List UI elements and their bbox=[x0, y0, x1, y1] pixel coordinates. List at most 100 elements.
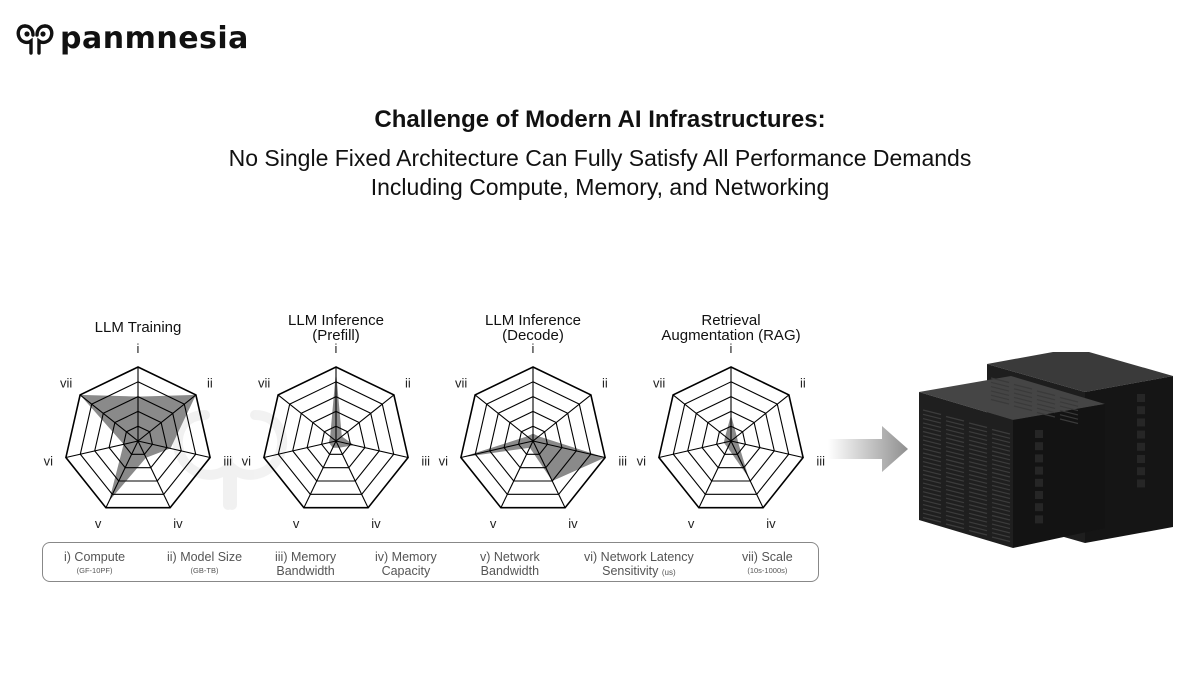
radar-axis-label: iii bbox=[421, 454, 430, 469]
radar-axis-label: i bbox=[335, 341, 338, 356]
legend-item-memory-bandwidth: iii) Memory Bandwidth bbox=[275, 550, 336, 578]
radar-axis-label: i bbox=[137, 341, 140, 356]
panmnesia-logo-icon bbox=[16, 24, 54, 55]
radar-axis-label: iii bbox=[816, 454, 825, 469]
radar-axis-label: v bbox=[95, 516, 102, 531]
radar-axis-label: iii bbox=[223, 454, 232, 469]
legend-item-network-bandwidth: v) Network Bandwidth bbox=[480, 550, 540, 578]
legend-label: vi) Network Latency bbox=[584, 550, 694, 564]
radar-data-area bbox=[460, 433, 606, 481]
radar-axis-spoke bbox=[532, 440, 606, 459]
radar-grid-ring bbox=[687, 395, 775, 482]
legend-label: iv) Memory bbox=[375, 550, 437, 564]
radar-axis-label: ii bbox=[602, 376, 608, 391]
brand-logo: panmnesia bbox=[16, 22, 249, 56]
radar-axis-label: vii bbox=[455, 376, 467, 391]
radar-title-line: Retrieval bbox=[701, 312, 761, 329]
radar-axis-label: vii bbox=[653, 376, 665, 391]
radar-axis-label: vii bbox=[258, 376, 270, 391]
radar-grid-ring bbox=[716, 425, 746, 455]
radar-axis-label: i bbox=[532, 341, 535, 356]
page-subtitle-line-2: Including Compute, Memory, and Networkin… bbox=[370, 174, 830, 200]
radar-grid-ring bbox=[474, 381, 592, 495]
radar-axis-label: v bbox=[490, 516, 497, 531]
radar-title: LLM Training bbox=[48, 320, 228, 335]
radar-axis-spoke bbox=[658, 440, 732, 459]
legend-label: i) Compute bbox=[64, 550, 126, 564]
radar-grid-ring bbox=[306, 410, 366, 469]
radar-axis-label: iv bbox=[371, 516, 381, 531]
radar-axis-spoke bbox=[500, 440, 534, 508]
legend-label: iii) Memory bbox=[275, 550, 337, 564]
axis-legend: i) Compute (GF-10PF) ii) Model Size (GB-… bbox=[42, 542, 819, 582]
radar-axis-label: iii bbox=[618, 454, 627, 469]
radar-axis-spoke bbox=[474, 394, 534, 442]
radar-grid-ring bbox=[65, 366, 211, 509]
server-rack-icon bbox=[919, 352, 1173, 548]
radar-title-line: Augmentation (RAG) bbox=[661, 327, 801, 344]
radar-axis-label: vi bbox=[44, 454, 54, 469]
legend-label-2: Sensitivity bbox=[602, 564, 659, 578]
radar-grid-ring bbox=[658, 366, 804, 509]
legend-label-2: Capacity bbox=[381, 564, 431, 578]
radar-axis-spoke bbox=[730, 440, 804, 459]
legend-unit: (10s-1000s) bbox=[747, 566, 788, 575]
legend-unit: (GB-TB) bbox=[190, 566, 219, 575]
radar-axis-spoke bbox=[672, 394, 732, 442]
radar-axis-spoke bbox=[263, 440, 337, 459]
legend-label: v) Network bbox=[480, 550, 540, 564]
radar-axis-label: iv bbox=[766, 516, 776, 531]
radar-axis-label: iv bbox=[173, 516, 183, 531]
legend-label-2: Bandwidth bbox=[276, 564, 335, 578]
radar-axis-label: v bbox=[293, 516, 300, 531]
radar-grid-ring bbox=[277, 381, 395, 495]
radar-data-area bbox=[723, 415, 749, 478]
radar-grid-ring bbox=[263, 366, 409, 509]
legend-item-memory-capacity: iv) Memory Capacity bbox=[375, 550, 437, 578]
radar-axis-spoke bbox=[137, 440, 171, 508]
radar-grid-ring bbox=[701, 410, 761, 469]
radar-grid-ring bbox=[672, 381, 790, 495]
radar-axis-spoke bbox=[532, 394, 592, 442]
radar-grid-ring bbox=[518, 425, 548, 455]
legend-item-model-size: ii) Model Size (GB-TB) bbox=[167, 550, 242, 578]
radar-grid-ring bbox=[489, 395, 577, 482]
radar-axis-spoke bbox=[105, 440, 139, 508]
page-title: Challenge of Modern AI Infrastructures: bbox=[374, 106, 826, 133]
radar-data-area bbox=[328, 370, 354, 448]
radar-title-line: (Decode) bbox=[502, 327, 564, 344]
radar-axis-label: ii bbox=[405, 376, 411, 391]
radar-data-area bbox=[80, 394, 196, 501]
radar-axis-spoke bbox=[698, 440, 732, 508]
radar-title: LLM Inference(Prefill) bbox=[246, 313, 426, 343]
radar-axis-label: iv bbox=[568, 516, 578, 531]
radar-axis-spoke bbox=[277, 394, 337, 442]
arrow-right-icon bbox=[828, 426, 908, 472]
radar-axis-label: ii bbox=[207, 376, 213, 391]
legend-label-2: Bandwidth bbox=[480, 564, 540, 578]
radar-axis-spoke bbox=[730, 440, 764, 508]
radar-axis-label: vii bbox=[60, 376, 72, 391]
radar-title-line: LLM Inference bbox=[485, 312, 581, 329]
legend-item-compute: i) Compute (GF-10PF) bbox=[64, 550, 125, 578]
radar-grid-ring bbox=[460, 366, 606, 509]
radar-axis-spoke bbox=[730, 394, 790, 442]
legend-label: ii) Model Size bbox=[167, 550, 243, 564]
radar-axis-spoke bbox=[137, 440, 211, 459]
radar-axis-label: vi bbox=[439, 454, 449, 469]
radar-title-line: (Prefill) bbox=[312, 327, 360, 344]
radar-title-line: LLM Inference bbox=[288, 312, 384, 329]
radar-axis-spoke bbox=[65, 440, 139, 459]
radar-axis-spoke bbox=[303, 440, 337, 508]
radar-grid-ring bbox=[123, 425, 153, 455]
radar-axis-spoke bbox=[137, 394, 197, 442]
radar-axis-label: vi bbox=[242, 454, 252, 469]
radar-axis-label: vi bbox=[637, 454, 647, 469]
radar-axis-spoke bbox=[460, 440, 534, 459]
radar-axis-spoke bbox=[335, 440, 369, 508]
radar-axis-spoke bbox=[79, 394, 139, 442]
